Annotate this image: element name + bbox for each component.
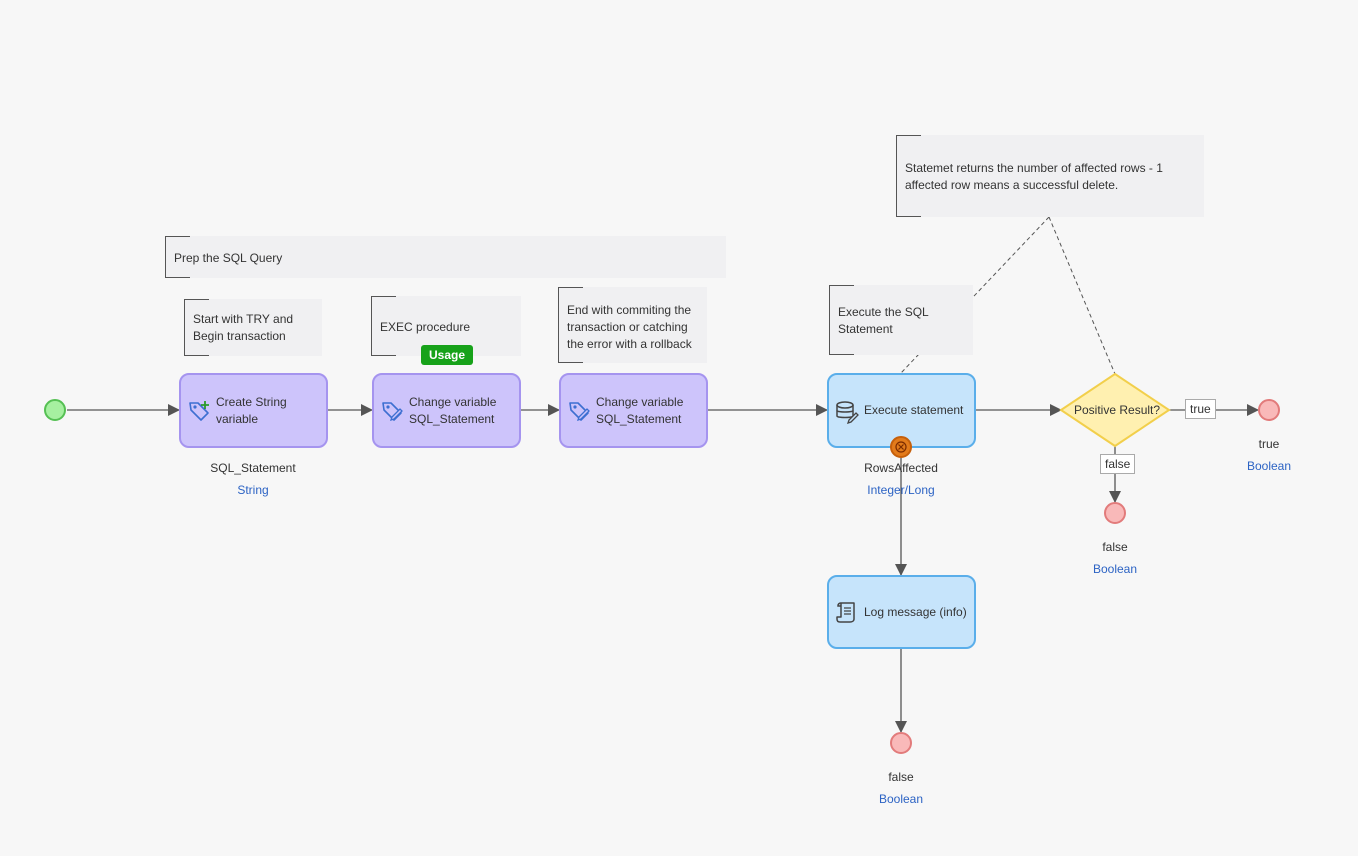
log-message-activity[interactable]: Log message (info) xyxy=(827,575,976,649)
tag-plus-icon xyxy=(189,400,209,421)
gateway-label[interactable]: Positive Result? xyxy=(1074,403,1161,417)
scroll-icon xyxy=(836,602,855,623)
output-variable-type: String xyxy=(237,483,269,497)
end-event-true[interactable] xyxy=(1258,399,1280,421)
annotation-exec-procedure: EXEC procedure xyxy=(371,296,521,356)
activity-label: Change variable SQL_Statement xyxy=(409,394,497,426)
tag-edit-icon xyxy=(569,401,590,421)
annotation-text: Start with TRY and Begin transaction xyxy=(193,312,294,343)
output-variable-type: Integer/Long xyxy=(867,483,935,497)
annotation-execute-sql: Execute the SQL Statement xyxy=(829,285,973,355)
error-handler-icon[interactable] xyxy=(890,436,912,458)
output-variable-name: SQL_Statement xyxy=(210,461,296,475)
annotation-start-try: Start with TRY and Begin transaction xyxy=(184,299,322,356)
activity-label: Log message (info) xyxy=(864,604,967,619)
close-icon xyxy=(895,441,907,453)
change-variable-activity-1[interactable]: Change variable SQL_Statement xyxy=(372,373,521,448)
output-variable-name: RowsAffected xyxy=(864,461,938,475)
annotation-prep-sql-query: Prep the SQL Query xyxy=(165,236,726,278)
annotation-statement-returns: Statemet returns the number of affected … xyxy=(896,135,1204,217)
activity-label: Change variable SQL_Statement xyxy=(596,394,684,426)
end-event-type: Boolean xyxy=(878,792,924,806)
annotation-text: EXEC procedure xyxy=(380,320,471,334)
annotation-text: Statemet returns the number of affected … xyxy=(905,161,1163,192)
true-flow-label: true xyxy=(1185,399,1216,419)
end-event-value: true xyxy=(1258,437,1280,451)
annotation-end-commit: End with commiting the transaction or ca… xyxy=(558,287,707,363)
change-variable-activity-2[interactable]: Change variable SQL_Statement xyxy=(559,373,708,448)
annotation-text: End with commiting the transaction or ca… xyxy=(567,303,692,351)
annotation-link-gateway xyxy=(1048,216,1116,375)
tag-edit-icon xyxy=(382,401,403,421)
start-event[interactable] xyxy=(44,399,66,421)
end-event-value: false xyxy=(888,770,914,784)
annotation-text: Execute the SQL Statement xyxy=(838,305,929,336)
activity-label: Execute statement xyxy=(864,403,964,417)
end-event-error[interactable] xyxy=(890,732,912,754)
activity-label: Create String variable xyxy=(216,394,287,426)
annotation-text: Prep the SQL Query xyxy=(174,251,283,265)
database-edit-icon xyxy=(836,400,859,424)
end-event-type: Boolean xyxy=(1092,562,1138,576)
end-event-type: Boolean xyxy=(1246,459,1292,473)
create-string-variable-activity[interactable]: Create String variable xyxy=(179,373,328,448)
false-flow-label: false xyxy=(1100,454,1136,474)
end-event-value: false xyxy=(1102,540,1128,554)
usage-badge[interactable]: Usage xyxy=(421,345,474,365)
end-event-false[interactable] xyxy=(1104,502,1126,524)
